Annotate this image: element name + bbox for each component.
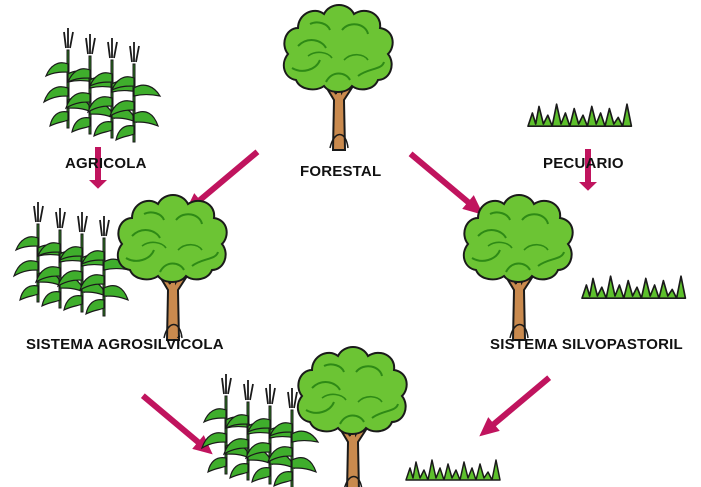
corn-icon	[14, 202, 130, 316]
label-pecuario: PECUARIO	[543, 155, 624, 172]
label-forestal: FORESTAL	[300, 163, 381, 180]
grass-icon	[528, 104, 631, 126]
arrow-icon	[137, 389, 218, 461]
grass-icon	[582, 276, 685, 298]
label-sistema-silvopastoril: SISTEMA SILVOPASTORIL	[490, 336, 683, 353]
corn-icon	[44, 28, 160, 142]
label-agricola: AGRICOLA	[65, 155, 147, 172]
tree-icon	[284, 5, 393, 150]
arrow-icon	[474, 371, 555, 443]
tree-icon	[298, 347, 407, 487]
tree-icon	[464, 195, 573, 340]
label-sistema-agrosilvicola: SISTEMA AGROSILVÍCOLA	[26, 336, 224, 353]
tree-icon	[118, 195, 227, 340]
grass-icon	[406, 460, 500, 480]
arrow-icon	[405, 147, 489, 222]
